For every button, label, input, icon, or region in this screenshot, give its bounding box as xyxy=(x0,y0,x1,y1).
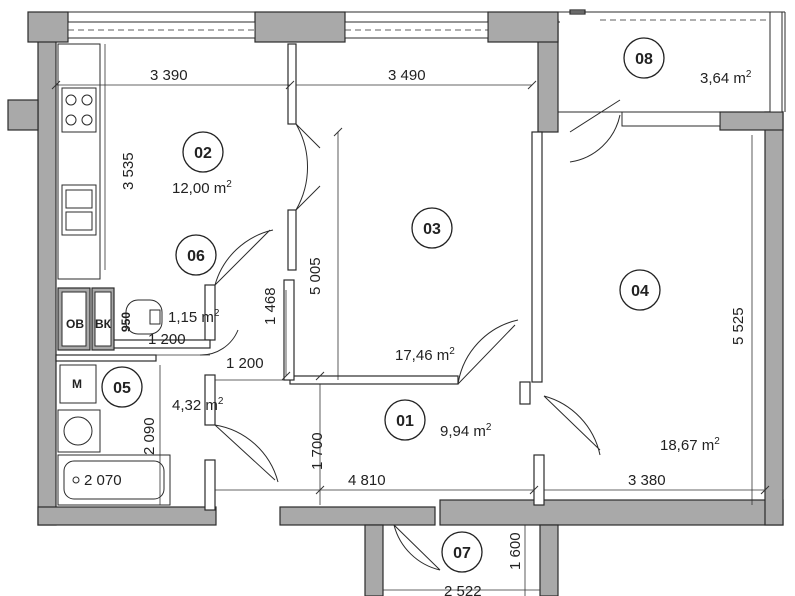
room-badge-03 xyxy=(411,207,453,249)
dim-label: 3 535 xyxy=(120,152,137,190)
dim-label: 3 490 xyxy=(388,67,426,84)
dim-label: 950 xyxy=(119,312,133,332)
dim-label: 1 600 xyxy=(507,532,524,570)
room-badge-07 xyxy=(441,531,483,573)
room-06: 06 1,15 m2 xyxy=(168,234,220,326)
room-badge-02 xyxy=(182,131,224,173)
room-badge-01 xyxy=(384,399,426,441)
room-04: 04 18,67 m2 xyxy=(619,269,720,454)
interior-partitions xyxy=(55,43,545,511)
dim-label: 1 200 xyxy=(226,355,264,372)
m-label: М xyxy=(72,377,82,391)
room-area: 4,32 m2 xyxy=(172,396,224,414)
room-area: 18,67 m2 xyxy=(660,436,720,454)
dim-label: 2 090 xyxy=(141,417,158,455)
room-area: 12,00 m2 xyxy=(172,179,232,197)
dim-label: 1 700 xyxy=(309,432,326,470)
dim-label: 1 468 xyxy=(262,287,279,325)
vk-label: ВК xyxy=(95,317,112,331)
entrance-walls xyxy=(364,524,559,596)
dim-label: 2 070 xyxy=(84,472,122,489)
dim-label: 4 810 xyxy=(348,472,386,489)
dim-label: 5 525 xyxy=(730,307,747,345)
room-number: 03 xyxy=(423,221,441,238)
dimension-labels: 3 390 3 490 3 535 5 005 5 525 1 468 1 20… xyxy=(84,67,747,596)
room-badge-05 xyxy=(101,366,143,408)
room-number: 02 xyxy=(194,145,212,162)
room-number: 07 xyxy=(453,545,471,562)
kitchen-fixtures xyxy=(57,43,101,280)
room-05: 05 4,32 m2 xyxy=(101,366,224,414)
room-number: 06 xyxy=(187,248,205,265)
room-03: 03 17,46 m2 xyxy=(395,207,455,364)
doors xyxy=(199,99,621,571)
room-area: 1,15 m2 xyxy=(168,308,220,326)
fixture-labels: ОВ ВК М xyxy=(66,317,112,391)
room-number: 01 xyxy=(396,413,414,430)
dimension-lines xyxy=(51,44,770,596)
dim-label: 3 390 xyxy=(150,67,188,84)
room-area: 17,46 m2 xyxy=(395,346,455,364)
room-badge-04 xyxy=(619,269,661,311)
room-07: 07 xyxy=(441,531,483,573)
dim-label: 5 005 xyxy=(307,257,324,295)
room-badge-06 xyxy=(175,234,217,276)
room-badge-08 xyxy=(623,37,665,79)
room-number: 04 xyxy=(631,283,649,300)
room-01: 01 9,94 m2 xyxy=(384,399,492,441)
room-number: 05 xyxy=(113,380,131,397)
ob-label: ОВ xyxy=(66,317,84,331)
dim-label: 2 522 xyxy=(444,583,482,596)
room-02: 02 12,00 m2 xyxy=(172,131,232,197)
dim-label: 1 200 xyxy=(148,331,186,348)
balcony-outline xyxy=(558,11,786,127)
room-number: 08 xyxy=(635,51,653,68)
bathroom-fixtures xyxy=(57,299,171,506)
room-08: 08 3,64 m2 xyxy=(623,37,752,87)
room-area: 9,94 m2 xyxy=(440,422,492,440)
dim-label: 3 380 xyxy=(628,472,666,489)
top-facade xyxy=(7,11,560,131)
room-area: 3,64 m2 xyxy=(700,69,752,87)
